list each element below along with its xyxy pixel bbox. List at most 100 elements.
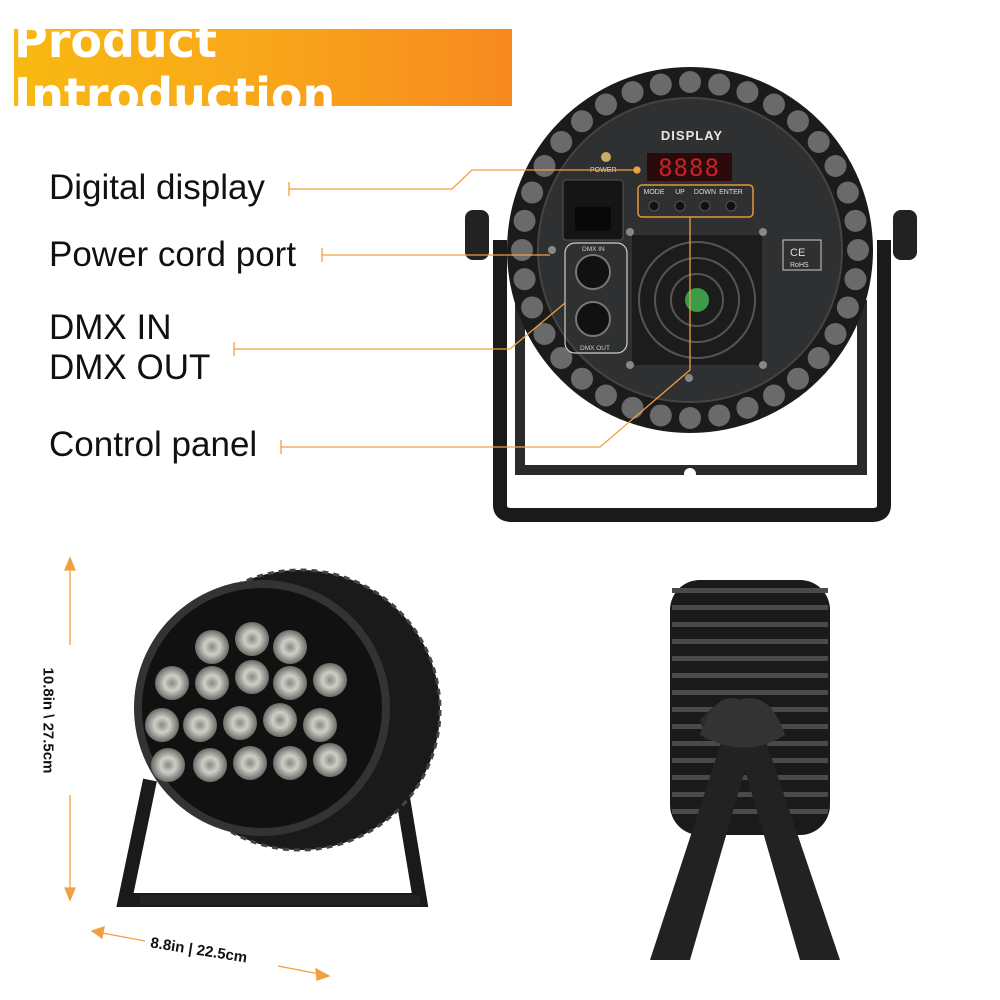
ce-mark: CE — [790, 247, 805, 259]
side-fin — [672, 622, 828, 627]
certification-mark — [782, 239, 822, 271]
heatsink-fin — [824, 155, 847, 177]
title-banner: Product Introduction — [14, 14, 512, 122]
led-lens — [193, 748, 227, 782]
button-label-down: DOWN — [694, 189, 716, 196]
heatsink-fin — [807, 131, 830, 154]
led-lens — [313, 663, 347, 697]
heatsink-fin — [844, 268, 867, 291]
heatsink-fin — [649, 404, 672, 427]
side-fin — [672, 690, 828, 695]
dmx-out-connector — [575, 301, 611, 337]
rohs-mark: RoHS — [790, 262, 809, 269]
back-view: DISPLAY POWER 8888 MODE UP DOWN ENTER DM… — [465, 67, 917, 522]
dmx-out-label: DMX OUT — [580, 345, 610, 352]
heatsink-fin — [836, 181, 859, 204]
heatsink-fin — [847, 239, 869, 261]
heatsink-fin — [786, 367, 809, 390]
button-label-enter: ENTER — [719, 189, 743, 196]
heatsink-fin — [708, 404, 731, 427]
heatsink-fin — [513, 209, 536, 232]
front-view — [116, 568, 442, 907]
knob-left — [465, 210, 489, 260]
mode-button[interactable] — [648, 200, 660, 212]
side-fin — [672, 673, 828, 678]
height-dimension: 10.8in \ 27.5cm — [39, 667, 57, 774]
leader-control-panel — [280, 217, 691, 454]
leader-digital-display — [288, 169, 637, 196]
button-label-mode: MODE — [644, 189, 665, 196]
callout-leaders — [233, 166, 691, 454]
button-label-up: UP — [675, 189, 685, 196]
led-lens — [303, 708, 337, 742]
control-panel-box — [637, 184, 754, 218]
heatsink-fin — [763, 93, 785, 116]
knob-right — [893, 210, 917, 260]
dimension-arrows — [64, 556, 331, 981]
heatsink-fin — [621, 396, 644, 419]
led-lens — [235, 622, 269, 656]
side-fin — [672, 588, 828, 593]
power-led — [601, 152, 611, 162]
led-lens — [155, 666, 189, 700]
enter-button[interactable] — [725, 200, 737, 212]
led-lens — [151, 748, 185, 782]
side-fin — [672, 809, 828, 814]
up-button[interactable] — [674, 200, 686, 212]
led-lens — [223, 706, 257, 740]
label-dmx-out: DMX OUT — [49, 348, 211, 387]
banner-title: Product Introduction — [14, 13, 336, 122]
side-view — [650, 580, 840, 960]
heatsink-fin — [763, 384, 785, 407]
led-lens — [195, 666, 229, 700]
heatsink-fin — [521, 296, 544, 319]
led-lens — [235, 660, 269, 694]
heatsink-fin — [807, 346, 830, 369]
heatsink-fin — [786, 110, 809, 133]
heatsink-fin — [595, 384, 617, 407]
heatsink-fin — [649, 73, 672, 96]
dmx-in-label: DMX IN — [582, 246, 605, 253]
segment-display: 8888 — [658, 154, 720, 182]
heatsink-fin — [571, 367, 594, 390]
led-lens — [263, 703, 297, 737]
leader-dmx — [233, 302, 566, 356]
led-lens — [145, 708, 179, 742]
heatsink-fin — [736, 81, 759, 104]
down-button[interactable] — [699, 200, 711, 212]
heatsink-fin — [679, 407, 701, 429]
side-bracket-legs — [650, 700, 840, 960]
display-title: DISPLAY — [661, 128, 723, 143]
side-fin — [672, 639, 828, 644]
heatsink-fin — [533, 323, 556, 345]
heatsink-fin — [736, 396, 759, 419]
heatsink-fin — [550, 346, 573, 369]
heatsink-fin — [513, 268, 536, 291]
heatsink-fin — [521, 181, 544, 204]
label-power-cord-port: Power cord port — [49, 235, 297, 274]
heatsink-fin — [844, 209, 867, 232]
led-lens — [273, 630, 307, 664]
led-lens — [273, 666, 307, 700]
label-digital-display: Digital display — [49, 168, 265, 207]
heatsink-fin — [533, 155, 556, 177]
led-lens — [313, 743, 347, 777]
side-fin — [672, 605, 828, 610]
heatsink-fin — [550, 131, 573, 154]
heatsink-fin — [571, 110, 594, 133]
heatsink-fin — [708, 73, 731, 96]
leader-power-cord-port — [321, 248, 550, 262]
heatsink-fin — [621, 81, 644, 104]
heatsink-fin — [824, 323, 847, 345]
heatsink-fin — [679, 71, 701, 93]
bracket — [493, 240, 891, 522]
led-lens — [195, 630, 229, 664]
heatsink-fin — [511, 239, 533, 261]
heatsink-fin — [595, 93, 617, 116]
front-lens-panel — [134, 580, 390, 836]
label-control-panel: Control panel — [49, 425, 258, 464]
led-lens — [273, 746, 307, 780]
label-dmx-in: DMX IN — [49, 308, 172, 347]
side-fin — [672, 656, 828, 661]
